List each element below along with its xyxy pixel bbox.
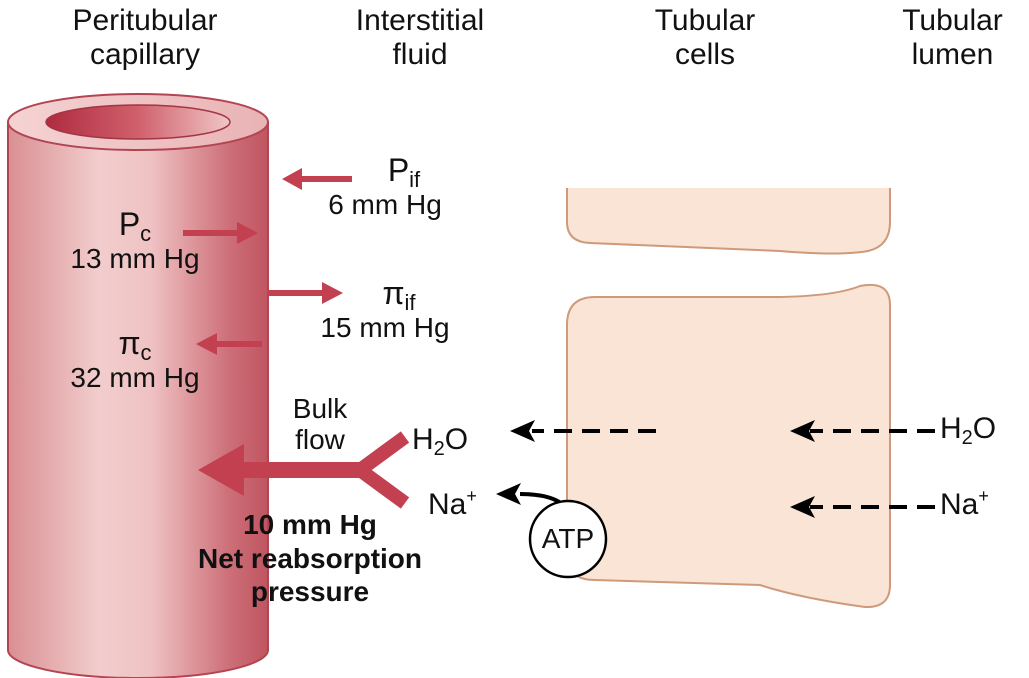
header-tubular-lumen: Tubular lumen: [880, 4, 1025, 71]
net-value: 10 mm Hg: [243, 509, 377, 540]
arrow-h2o-cell-to-interstitium: [510, 420, 656, 442]
value-pi-if: 15 mm Hg: [320, 311, 450, 343]
label-h2o-lumen: H2O: [940, 412, 997, 449]
header-cells-line1: Tubular: [654, 4, 756, 37]
peritubular-capillary: [7, 93, 269, 678]
label-p-if: Pif 6 mm Hg: [300, 152, 470, 220]
header-interstitial-line1: Interstitial: [355, 4, 485, 37]
symbol-p-if: Pif: [387, 152, 421, 192]
label-bulk-flow: Bulk flow: [265, 393, 375, 456]
header-interstitial-line2: fluid: [392, 37, 448, 71]
net-line2: pressure: [250, 576, 370, 608]
arrow-pi-c: [196, 333, 262, 355]
symbol-pi-if: πif: [382, 275, 416, 315]
header-lumen-line1: Tubular: [902, 4, 1003, 37]
header-interstitial-fluid: Interstitial fluid: [305, 4, 535, 71]
tubular-cell-lower: [566, 283, 891, 609]
label-na-lumen: Na+: [940, 486, 989, 521]
value-p-if: 6 mm Hg: [328, 188, 442, 220]
header-lumen-line2: lumen: [911, 37, 994, 71]
symbol-pi-c: πc: [118, 325, 152, 365]
header-peritubular-capillary: Peritubular capillary: [30, 4, 260, 71]
label-atp: ATP: [541, 523, 595, 554]
arrow-pi-if: [268, 282, 343, 304]
bulk-flow-line2: flow: [295, 424, 345, 456]
bulk-flow-arrow: [198, 431, 410, 509]
net-line1: Net reabsorption: [197, 542, 423, 574]
atp-pump-circle: [528, 499, 608, 579]
arrow-p-c: [183, 222, 258, 244]
bulk-flow-line1: Bulk: [292, 393, 348, 424]
header-tubular-cells: Tubular cells: [620, 4, 790, 71]
arrow-p-if: [282, 168, 352, 190]
label-p-c: Pc 13 mm Hg: [50, 206, 220, 274]
value-pi-c: 32 mm Hg: [70, 361, 200, 393]
label-na-interstitial: Na+: [428, 486, 477, 521]
label-pi-c: πc 32 mm Hg: [50, 325, 220, 393]
arrow-h2o-lumen-to-cell: [790, 420, 935, 442]
header-peritubular-line2: capillary: [89, 37, 201, 71]
label-pi-if: πif 15 mm Hg: [300, 275, 470, 343]
value-p-c: 13 mm Hg: [70, 242, 200, 274]
header-cells-line2: cells: [674, 37, 735, 71]
header-peritubular-line1: Peritubular: [72, 4, 218, 37]
tubular-cell-upper: [566, 188, 891, 255]
label-h2o-interstitial: H2O: [412, 423, 469, 460]
arrow-na-lumen-to-cell: [790, 496, 935, 518]
label-net-reabsorption: 10 mm Hg Net reabsorption pressure: [160, 508, 460, 609]
symbol-p-c: Pc: [118, 206, 152, 246]
force-arrows: [183, 168, 410, 509]
